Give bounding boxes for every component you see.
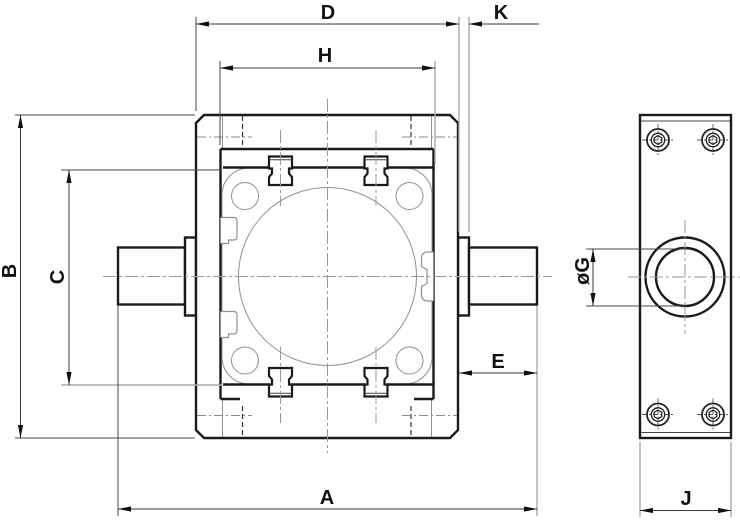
dim-K: K	[468, 2, 539, 232]
left-tab-lower	[220, 310, 238, 339]
dim-D-label: D	[321, 2, 335, 24]
dim-J: J	[639, 442, 732, 517]
dim-K-label: K	[494, 2, 509, 24]
corner-hole-bottom-left	[231, 346, 259, 375]
dim-J-label: J	[680, 488, 691, 510]
corner-hole-bottom-right	[395, 346, 424, 375]
dim-A: A	[117, 306, 538, 516]
corner-hole-top-right	[395, 182, 424, 210]
dim-H: H	[219, 45, 436, 163]
dim-H-label: H	[318, 45, 332, 67]
dim-G-label: øG	[572, 257, 594, 285]
corner-hole-top-left	[231, 182, 259, 210]
dim-E: E	[459, 351, 537, 376]
corner-holes	[231, 182, 424, 375]
dim-B: B	[0, 114, 195, 439]
dim-E-label: E	[491, 351, 504, 373]
plate-edges	[223, 166, 433, 386]
dim-B-label: B	[0, 264, 21, 278]
recess-thin-edges	[222, 116, 432, 437]
dim-G: øG	[572, 248, 686, 307]
dim-C: C	[47, 169, 222, 386]
dim-A-label: A	[320, 487, 334, 509]
front-view-centerlines	[103, 99, 552, 453]
left-tab-upper	[220, 216, 238, 245]
front-view	[103, 99, 552, 453]
side-view-centerlines	[628, 220, 740, 334]
dim-C-label: C	[47, 270, 69, 284]
side-view	[628, 113, 740, 440]
dim-D: D	[195, 2, 460, 232]
dimensions: D K H B	[0, 2, 732, 517]
hidden-lines	[241, 116, 412, 436]
